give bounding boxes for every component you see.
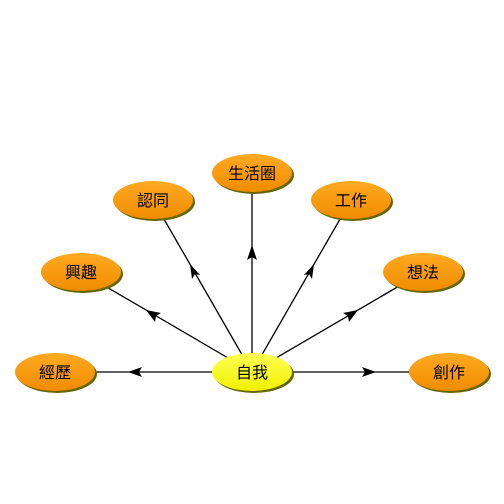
arrow-experience [128,367,142,377]
arrow-creation [362,367,376,377]
node-thoughts-label: 想法 [407,263,439,282]
node-thoughts: 想法 [383,253,465,293]
edge-identity [152,199,253,373]
node-life-circle-label: 生活圈 [228,164,276,183]
node-life-circle: 生活圈 [212,154,294,194]
edge-work [251,199,352,373]
arrow-identity [190,264,200,279]
node-work: 工作 [311,181,393,221]
arrow-life-circle [247,245,257,260]
node-interest: 興趣 [41,253,123,293]
edge-thoughts [251,271,424,373]
node-experience-label: 經歷 [39,363,71,382]
center-node-self: 自我 [212,353,294,393]
node-experience: 經歷 [15,353,97,393]
center-node-label: 自我 [236,363,268,382]
node-identity-label: 認同 [137,191,169,210]
arrow-thoughts [343,310,358,322]
node-creation: 創作 [409,353,491,393]
edge-interest [80,271,253,373]
arrow-interest [146,310,161,322]
arrow-work [304,264,314,279]
node-identity: 認同 [113,181,195,221]
node-work-label: 工作 [335,191,367,210]
node-creation-label: 創作 [433,363,465,382]
node-interest-label: 興趣 [65,263,97,282]
